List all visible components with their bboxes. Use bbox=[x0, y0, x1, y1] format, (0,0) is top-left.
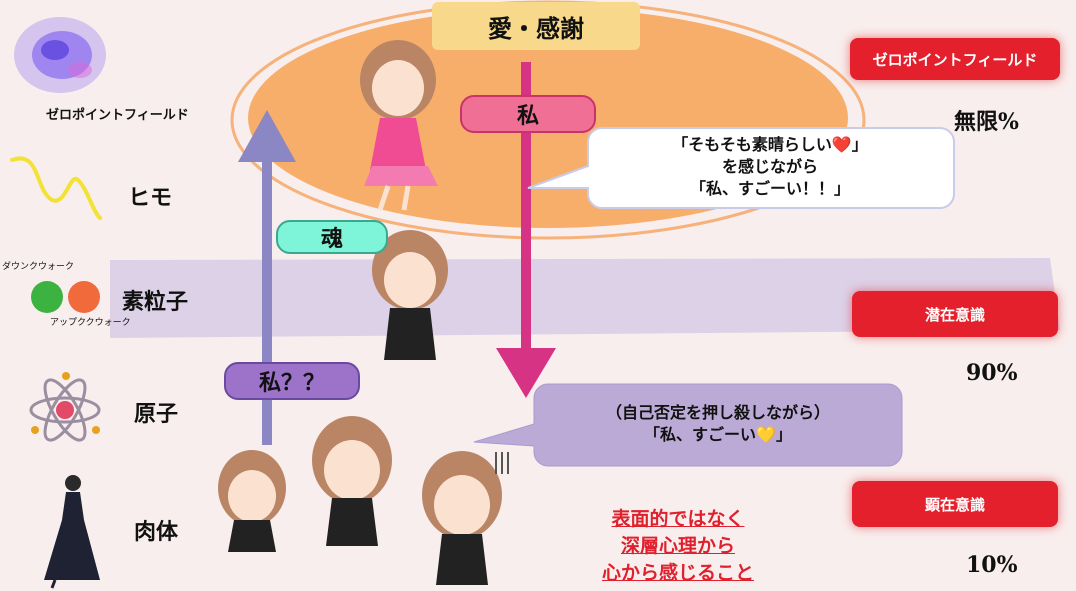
bottom-bubble-line1: （自己否定を押し殺しながら） bbox=[605, 403, 830, 422]
quark-icon bbox=[31, 281, 100, 313]
bottom-bubble-text: （自己否定を押し殺しながら） 「私、すごーい💛」 bbox=[548, 402, 888, 446]
bottom-speech-bubble bbox=[473, 383, 903, 467]
up-arrow-head bbox=[238, 110, 296, 162]
soul-pill: 魂 bbox=[276, 220, 388, 254]
girl-worried-illustration bbox=[372, 230, 448, 360]
bottom-message-line1: 表面的ではなく bbox=[611, 508, 745, 530]
top-speech-bubble bbox=[527, 127, 955, 209]
particle-band bbox=[110, 258, 1060, 338]
string-icon bbox=[10, 156, 102, 220]
up-quark-note: アップククウォーク bbox=[50, 318, 131, 328]
subconscious-box: 潜在意識 bbox=[852, 291, 1058, 337]
bottom-message-line3: 心から感じること bbox=[601, 562, 754, 584]
down-arrow-shaft bbox=[521, 62, 531, 352]
top-bubble-line2: を感じながら bbox=[721, 157, 818, 176]
top-bubble-line3: 「私、すごーい！！」 bbox=[689, 179, 850, 198]
top-bubble-text: 「そもそも素晴らしい❤️」 を感じながら 「私、すごーい！！」 bbox=[600, 134, 940, 200]
nebula-icon bbox=[14, 17, 106, 93]
particle-label: 素粒子 bbox=[122, 289, 189, 315]
self-pill: 私 bbox=[460, 95, 596, 133]
question-self-pill: 私？？ bbox=[224, 362, 360, 400]
down-arrow-head bbox=[496, 348, 556, 398]
atom-icon bbox=[29, 372, 101, 442]
atom-label: 原子 bbox=[134, 401, 179, 427]
bottom-message-line2: 深層心理から bbox=[620, 535, 735, 557]
body-label: 肉体 bbox=[134, 519, 179, 545]
zero-point-left-label: ゼロポイントフィールド bbox=[46, 108, 189, 123]
zero-point-box: ゼロポイントフィールド bbox=[850, 38, 1060, 80]
bottom-bubble-line2: 「私、すごーい💛」 bbox=[644, 425, 792, 444]
string-label: ヒモ bbox=[128, 185, 173, 211]
top-bubble-line1: 「そもそも素晴らしい❤️」 bbox=[672, 135, 868, 154]
ten-percent: 10% bbox=[966, 552, 1018, 578]
bottom-message: 表面的ではなく 深層心理から 心から感じること bbox=[578, 506, 778, 587]
infinite-percent: 無限% bbox=[954, 109, 1019, 135]
girl-thinking-illustration bbox=[218, 450, 286, 552]
ninety-percent: 90% bbox=[966, 360, 1018, 386]
down-quark-note: ダウンクウォーク bbox=[2, 262, 75, 272]
girl-anxious-illustration bbox=[422, 451, 509, 585]
dress-figure-icon bbox=[44, 475, 100, 589]
love-gratitude-label: 愛・感謝 bbox=[432, 2, 640, 50]
conscious-box: 顕在意識 bbox=[852, 481, 1058, 527]
girl-pink-dress-illustration bbox=[360, 40, 438, 211]
up-arrow-shaft bbox=[262, 160, 272, 445]
girl-winking-illustration bbox=[312, 416, 392, 546]
